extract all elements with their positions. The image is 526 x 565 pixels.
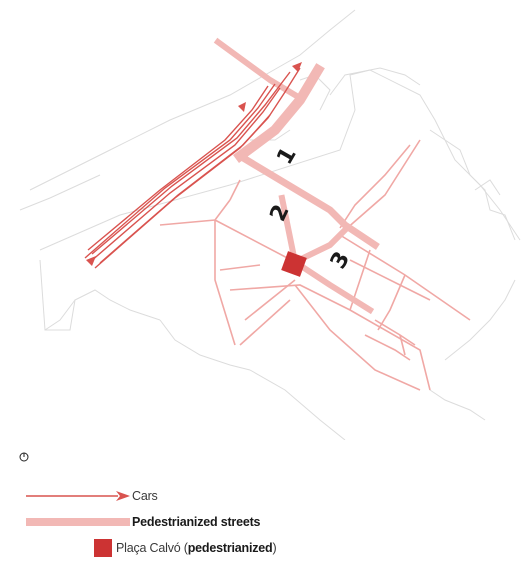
car-routes — [84, 67, 301, 269]
legend-label-cars: Cars — [132, 489, 158, 503]
pedestrianized-streets — [213, 37, 380, 315]
car-arrow-icon — [26, 491, 130, 501]
plaza-name: Plaça Calvó — [116, 541, 181, 555]
street-label-3: 3 — [326, 248, 355, 274]
pedestrian-street-swatch — [26, 518, 130, 526]
legend-item-pedestrianized: Pedestrianized streets — [26, 512, 260, 532]
street-label-1: 1 — [272, 143, 301, 169]
plaza-swatch — [94, 539, 112, 557]
legend-label-pedestrianized: Pedestrianized streets — [132, 515, 261, 529]
legend-item-plaza: Plaça Calvó (pedestrianized) — [26, 538, 277, 558]
map-legend: Cars Pedestrianized streets Plaça Calvó … — [26, 486, 346, 561]
city-streets — [159, 139, 471, 391]
map-outline — [19, 9, 521, 440]
street-1-path — [233, 63, 325, 163]
north-compass-icon — [19, 452, 29, 462]
placa-calvo-square — [281, 251, 307, 277]
street-map: 1 2 3 — [19, 9, 521, 440]
plaza-note: pedestrianized — [187, 541, 273, 555]
street-2-path — [278, 194, 299, 266]
plaza-paren-open: ( — [180, 541, 188, 555]
legend-label-plaza: Plaça Calvó (pedestrianized) — [116, 541, 277, 555]
street-label-2: 2 — [265, 201, 294, 225]
plaza-paren-close: ) — [272, 541, 277, 555]
street-3-path — [290, 257, 375, 315]
legend-item-cars: Cars — [26, 486, 158, 506]
car-route-arrowheads — [86, 62, 302, 266]
